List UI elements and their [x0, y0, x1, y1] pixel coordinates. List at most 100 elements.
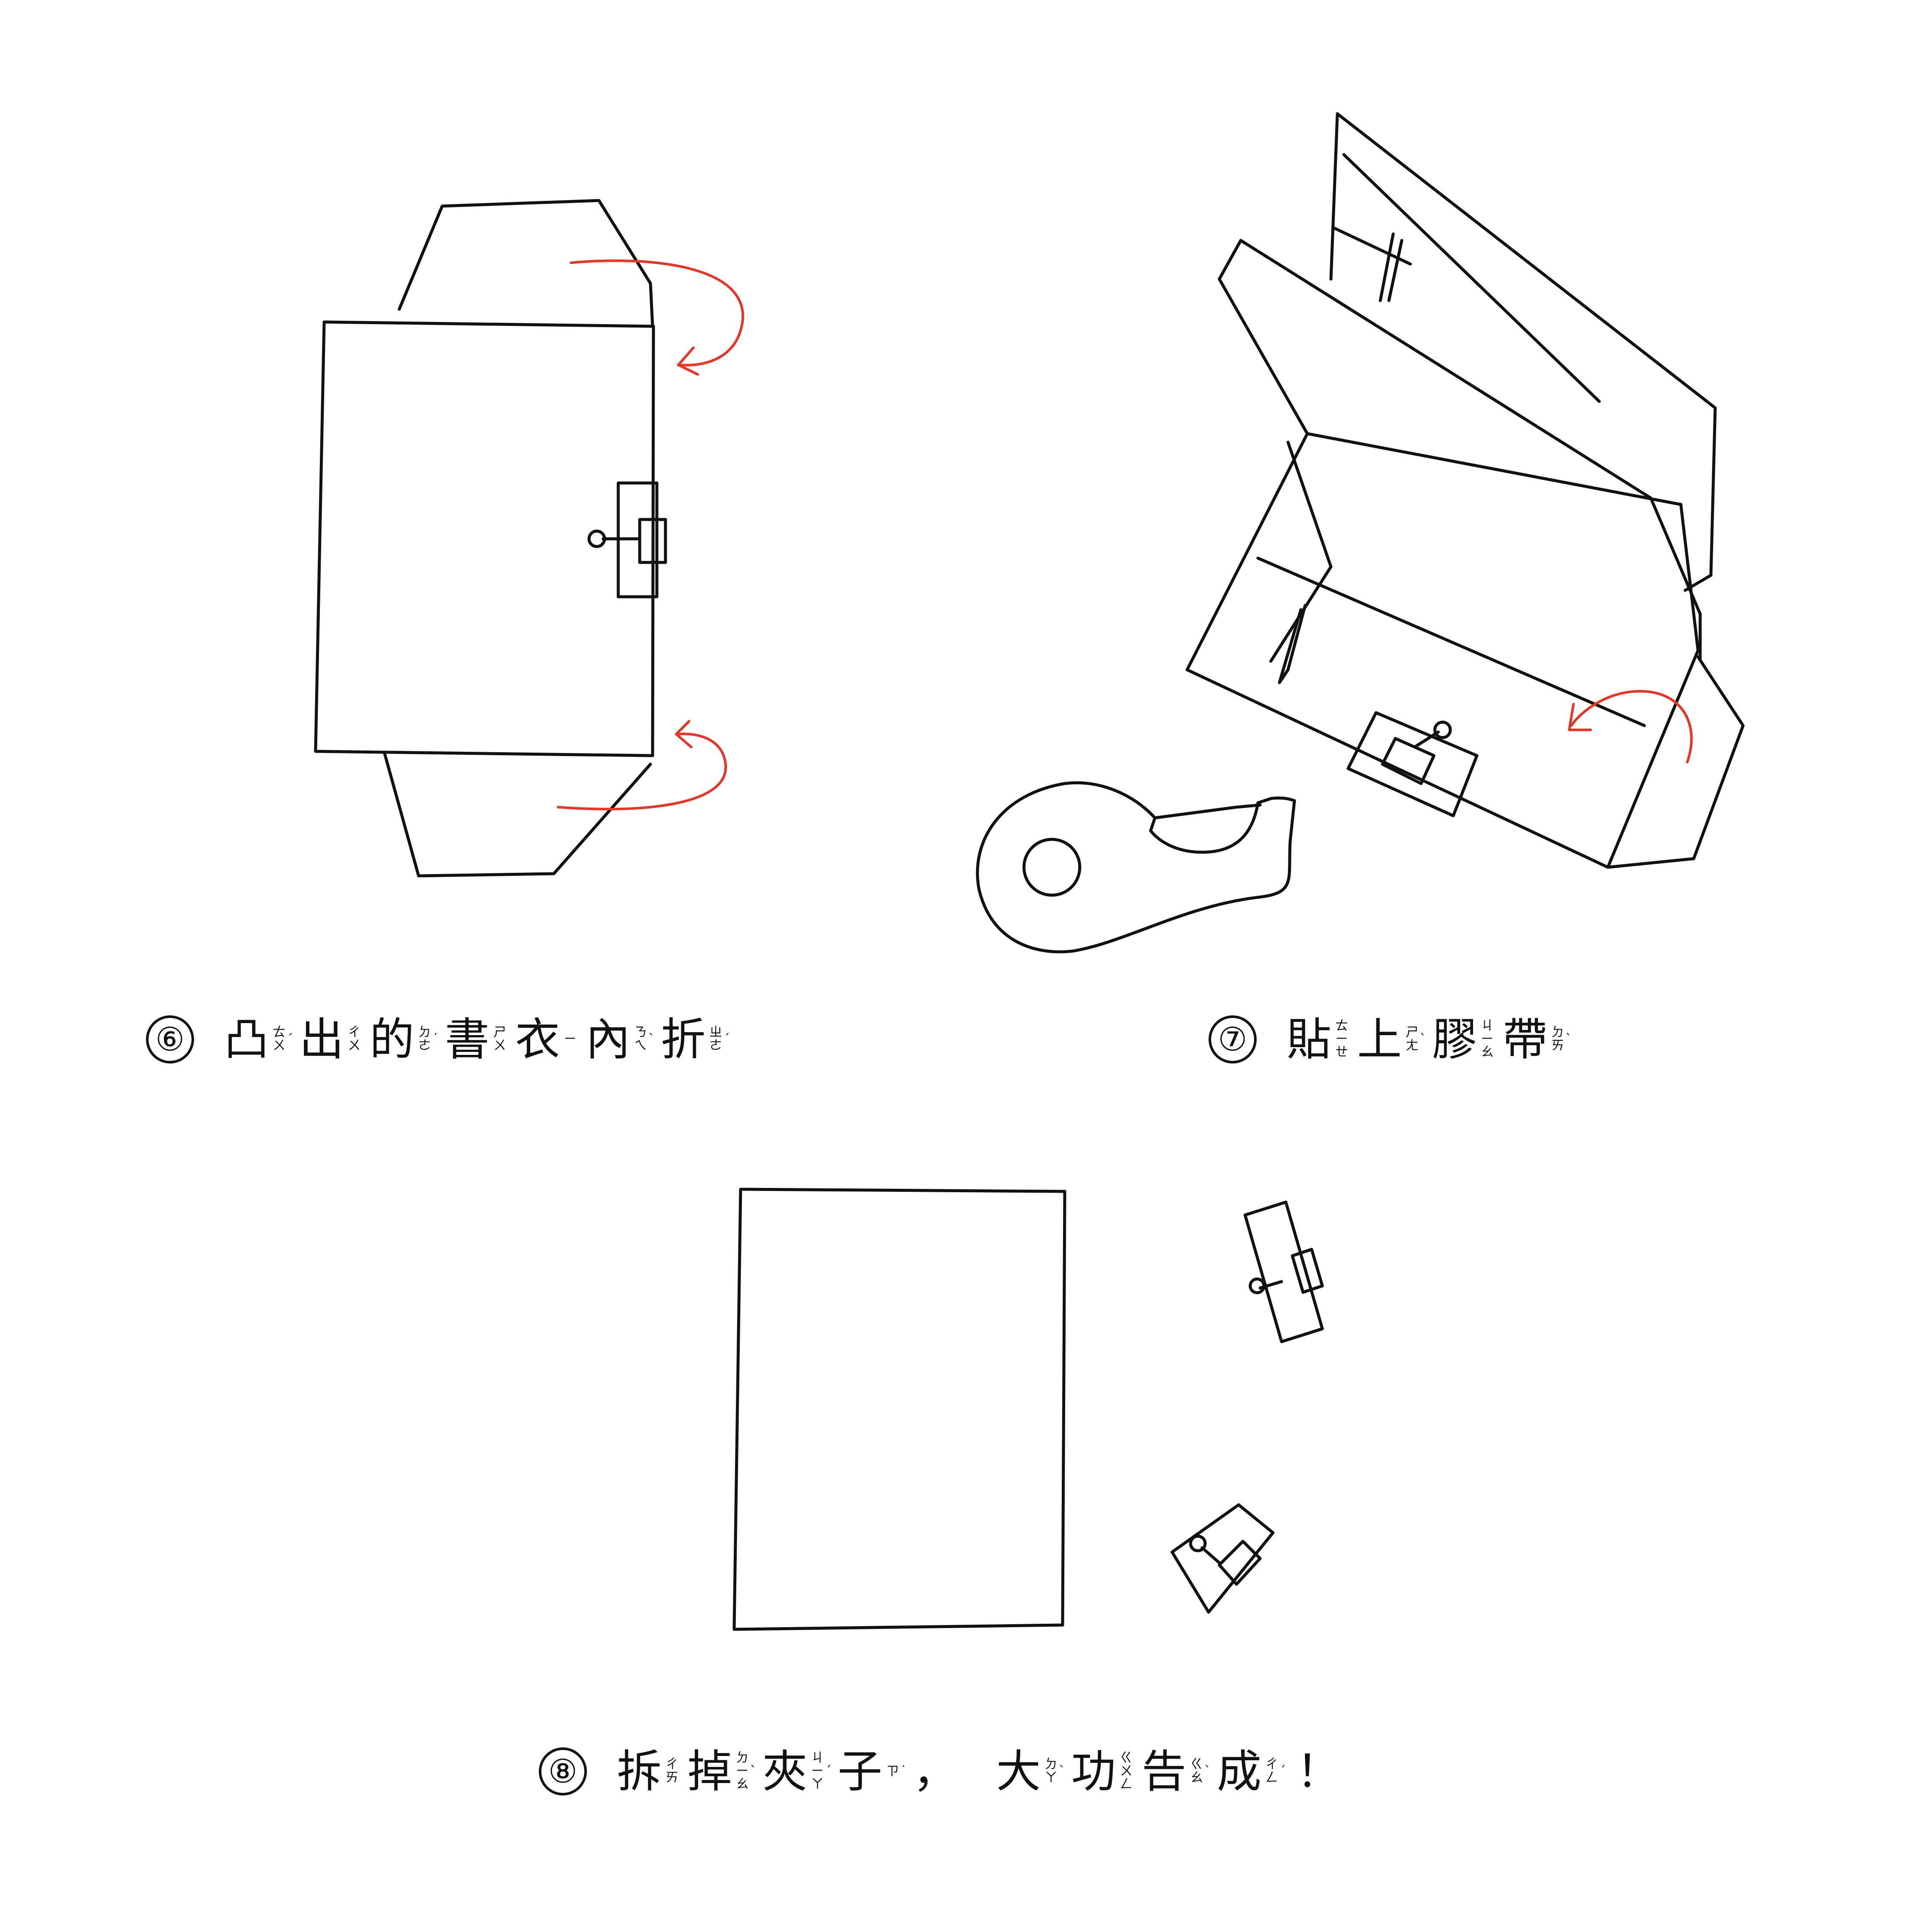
ruby-char: 貼ㄊㄧㄝ — [1287, 1017, 1351, 1062]
finished-book — [732, 1188, 1066, 1631]
step8-number: ⑧ — [539, 1747, 587, 1795]
zhuyin: ㄔㄥ — [1265, 1757, 1279, 1785]
tone-mark: ˋ — [1059, 1764, 1066, 1779]
step6-illustration — [314, 199, 744, 878]
zhuyin: ㄉㄜ — [418, 1025, 431, 1053]
zhuyin: ㄗ — [886, 1763, 899, 1779]
fold-arrow-bottom-head — [675, 720, 693, 748]
ruby-char: 出ㄔㄨ — [299, 1017, 364, 1062]
step8-illustration — [732, 1188, 1324, 1631]
loose-clip-1 — [1243, 1200, 1324, 1343]
hanzi: 書 — [445, 1013, 490, 1066]
zhuyin: ㄐㄧㄚ — [811, 1750, 824, 1792]
zhuyin: ㄕㄤ — [1406, 1025, 1419, 1053]
binder-clip — [587, 481, 667, 598]
tone-mark: ˙ — [432, 1032, 439, 1047]
tone-mark: ˋ — [1420, 1032, 1427, 1047]
hanzi: 內 — [586, 1013, 631, 1066]
tone-mark: ˊ — [723, 1032, 730, 1047]
zhuyin: ㄉㄞ — [1551, 1025, 1564, 1053]
hanzi: 折 — [661, 1013, 706, 1066]
ruby-char: 書ㄕㄨ — [445, 1017, 509, 1062]
open-book-page — [1329, 112, 1601, 403]
jacket-top-flap — [398, 199, 654, 328]
hanzi: 掉 — [687, 1745, 732, 1798]
ruby-char: 的ㄉㄜ˙ — [370, 1017, 439, 1062]
book-jacket-right — [1606, 655, 1745, 869]
ruby-char: 子ㄗ˙ — [838, 1749, 907, 1794]
hanzi: 的 — [370, 1013, 415, 1066]
zhuyin: ㄉㄚ — [1045, 1757, 1058, 1785]
zhuyin: ㄔㄨ — [348, 1025, 361, 1053]
step7-binder-clip — [1346, 711, 1479, 817]
zhuyin: ㄍㄨㄥ — [1120, 1750, 1133, 1792]
zhuyin: ㄓㄜ — [709, 1025, 723, 1053]
hanzi: 子 — [838, 1745, 883, 1798]
fold-arrow-top — [570, 259, 744, 367]
hanzi: 出 — [299, 1013, 344, 1066]
tone-mark: ˙ — [900, 1764, 907, 1779]
fold-arrow-bottom — [557, 732, 727, 811]
hanzi: 凸 — [224, 1013, 269, 1066]
hanzi: 成 — [1217, 1745, 1262, 1798]
zhuyin: ㄉㄧㄠ — [736, 1750, 749, 1792]
zhuyin: ㄧ — [564, 1031, 577, 1047]
hanzi: 上 — [1357, 1013, 1402, 1066]
hanzi: 拆 — [617, 1745, 662, 1798]
tape-strip — [1278, 232, 1403, 684]
zhuyin: ㄐㄧㄠ — [1481, 1018, 1494, 1060]
zhuyin: ㄋㄟ — [634, 1025, 647, 1053]
zhuyin: ㄔㄞ — [665, 1757, 679, 1785]
tape-dispenser — [976, 781, 1296, 954]
hanzi: 大 — [996, 1745, 1041, 1798]
hanzi: 夾 — [762, 1745, 808, 1798]
fold-arrow-top-head — [677, 346, 699, 376]
comma: ， — [913, 1745, 958, 1798]
hanzi: 功 — [1071, 1745, 1116, 1798]
tone-mark: ˋ — [1204, 1764, 1211, 1779]
zhuyin: ㄕㄨ — [493, 1025, 507, 1053]
tone-mark: ˊ — [825, 1764, 832, 1779]
hanzi: 帶 — [1503, 1013, 1548, 1066]
hanzi: 貼 — [1287, 1013, 1332, 1066]
book-cover — [314, 320, 655, 757]
fold-arrow-step7-head — [1568, 703, 1592, 731]
exclamation: ！ — [1296, 1745, 1341, 1798]
ruby-char: 膠ㄐㄧㄠ — [1432, 1017, 1497, 1062]
jacket-bottom-flap — [383, 750, 652, 878]
step7-illustration — [976, 112, 1745, 954]
ruby-char: 功ㄍㄨㄥ — [1071, 1749, 1136, 1794]
zhuyin: ㄊㄧㄝ — [1335, 1018, 1349, 1060]
tone-mark: ˊ — [287, 1032, 294, 1047]
ruby-char: 拆ㄔㄞ — [617, 1749, 681, 1794]
tone-mark: ˊ — [1279, 1764, 1286, 1779]
hanzi: 衣 — [515, 1013, 560, 1066]
book-body-line — [1256, 440, 1646, 727]
fold-arrow-step7 — [1570, 690, 1693, 763]
hanzi: 告 — [1142, 1745, 1187, 1798]
step7-number: ⑦ — [1209, 1015, 1257, 1063]
open-book-cover-back — [1336, 112, 1717, 592]
tone-mark: ˋ — [1565, 1032, 1572, 1047]
tone-mark: ˋ — [648, 1032, 655, 1047]
step6-number: ⑥ — [146, 1015, 194, 1063]
zhuyin: ㄊㄨ — [273, 1025, 286, 1053]
